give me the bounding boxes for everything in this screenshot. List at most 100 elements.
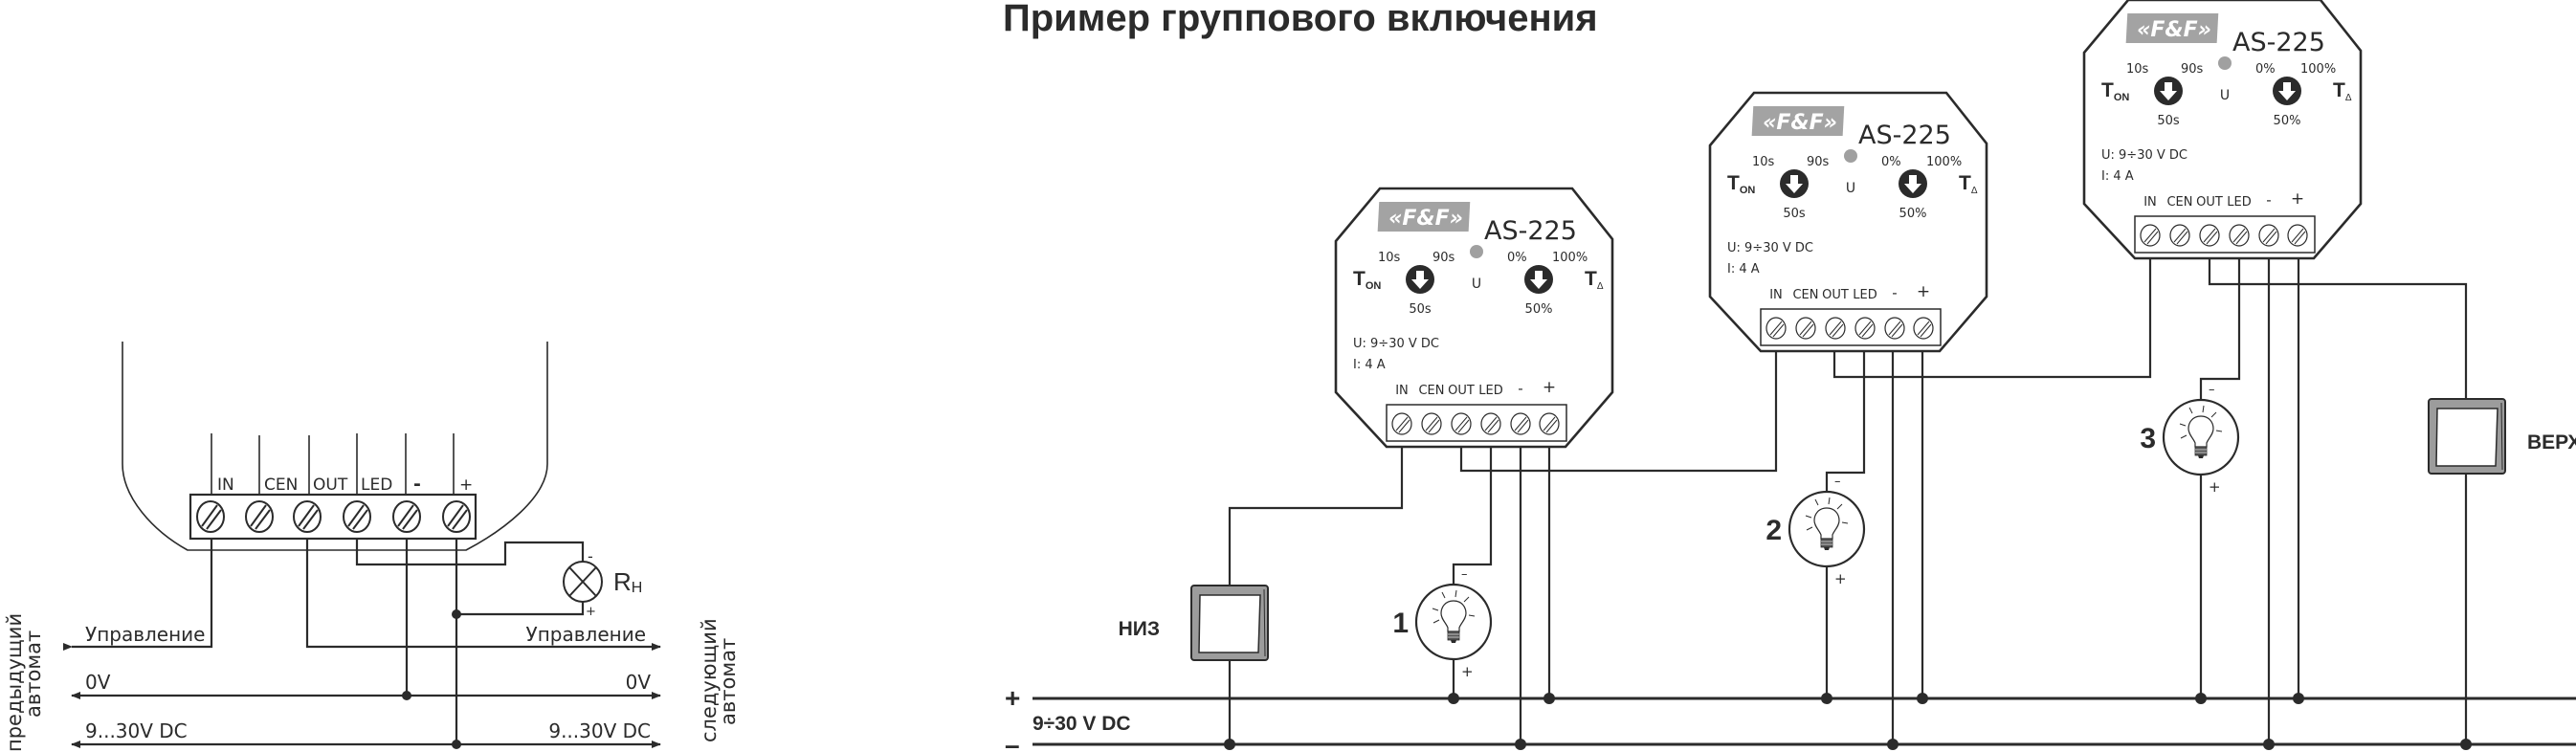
terminal-label-in: IN xyxy=(1395,384,1409,398)
wire-dev1-out-to-dev2-in xyxy=(1459,340,1778,473)
wall-switch-top[interactable] xyxy=(2428,398,2506,475)
terminal-label-in: IN xyxy=(2143,195,2157,210)
brand-logo-text: «F&F» xyxy=(1763,111,1837,135)
rail-minus-label: – xyxy=(1005,730,1020,752)
led-label: U xyxy=(1846,181,1855,196)
lamp-plus-label: + xyxy=(1834,570,1847,587)
wall-switch-bottom[interactable] xyxy=(1190,585,1269,661)
lamp-plus-label: + xyxy=(1461,663,1474,680)
terminal-label-plus: + xyxy=(459,476,473,495)
power-led-indicator xyxy=(2218,56,2232,70)
svg-text:автомат: автомат xyxy=(22,630,45,718)
terminal-block xyxy=(1386,404,1567,442)
time-on-knob[interactable] xyxy=(1780,169,1809,198)
brand-logo xyxy=(2125,13,2219,43)
knob2-min: 0% xyxy=(1881,155,1901,169)
knob1-min: 10s xyxy=(1378,251,1401,265)
terminal-label-led: LED xyxy=(361,476,392,495)
svg-text:предыдущий: предыдущий xyxy=(3,613,26,752)
terminal-label-minus: - xyxy=(1518,380,1522,397)
device-housing xyxy=(1708,91,1988,353)
junction-dot xyxy=(2263,739,2275,750)
power-led-indicator xyxy=(1470,245,1483,258)
svg-text:автомат: автомат xyxy=(717,638,740,725)
load-label: RH xyxy=(613,567,642,596)
time-on-knob[interactable] xyxy=(2154,77,2183,105)
terminal-label-in: IN xyxy=(217,476,234,495)
wire-control-in xyxy=(63,539,213,651)
brand-logo-text: «F&F» xyxy=(1388,207,1463,231)
terminal-label-led: LED xyxy=(1478,384,1502,398)
junction-dot xyxy=(1448,693,1459,704)
time-delta-knob[interactable] xyxy=(1899,169,1927,198)
junction-dot xyxy=(1917,693,1928,704)
lamp-plus-label: + xyxy=(2209,478,2221,496)
model-name: AS-225 xyxy=(1858,121,1951,150)
lamp-minus-label: – xyxy=(2209,383,2215,397)
t-on-label: TON xyxy=(1727,172,1755,196)
brand-logo xyxy=(1751,106,1845,136)
knob2-min: 0% xyxy=(1507,251,1527,265)
terminal-label-cen: CEN xyxy=(2166,195,2192,210)
terminal-label-minus: - xyxy=(2266,191,2271,209)
brand-logo xyxy=(1377,202,1471,232)
knob2-max: 100% xyxy=(2300,62,2336,77)
device-housing xyxy=(1334,187,1614,449)
screw-terminal-in xyxy=(196,500,225,533)
lamp-minus-label: – xyxy=(1461,567,1468,582)
lamp-3: 3 – + xyxy=(2140,383,2240,496)
voltage-spec: U: 9÷30 V DC xyxy=(1353,337,1439,351)
knob2-mid: 50% xyxy=(1525,302,1553,317)
screw-terminal-out xyxy=(293,500,322,533)
terminal-block xyxy=(189,493,477,541)
screw-terminal-led xyxy=(1854,317,1876,340)
junction-dot xyxy=(1515,739,1526,750)
lamp-minus-label: – xyxy=(1834,475,1841,489)
knob1-max: 90s xyxy=(1432,251,1455,265)
screw-terminal-in xyxy=(1391,412,1412,435)
device-outline xyxy=(122,342,548,551)
time-delta-knob[interactable] xyxy=(1524,265,1553,294)
terminal-label-plus: + xyxy=(2291,189,2304,209)
screw-terminal-out xyxy=(1825,317,1846,340)
voltage-spec: U: 9÷30 V DC xyxy=(1727,241,1813,255)
wire-dev1-led-to-lamp1 xyxy=(1452,435,1493,585)
right-zero-label: 0V xyxy=(626,671,652,694)
terminal-block xyxy=(1760,308,1942,346)
lamp-number: 3 xyxy=(2140,423,2156,454)
knob1-mid: 50s xyxy=(1783,207,1806,221)
junction-dot xyxy=(1887,739,1899,750)
terminal-label-led: LED xyxy=(2227,195,2251,210)
terminal-label-cen: CEN xyxy=(1792,288,1818,302)
rail-plus-label: + xyxy=(1005,683,1020,713)
junction-dot xyxy=(452,740,461,749)
t-delta-label: TΔ xyxy=(2333,79,2352,103)
knob1-min: 10s xyxy=(2126,62,2149,77)
screw-terminal-out xyxy=(1451,412,1472,435)
knob1-mid: 50s xyxy=(1409,302,1432,317)
screw-terminal-plus xyxy=(442,500,471,533)
left-control-label: Управление xyxy=(85,623,205,646)
junction-dot xyxy=(452,609,461,619)
terminal-label-out: OUT xyxy=(313,476,348,495)
junction-dot xyxy=(2293,693,2304,704)
model-name: AS-225 xyxy=(2232,28,2325,57)
screw-terminal-in xyxy=(2140,224,2161,247)
left-supply-label: 9...30V DC xyxy=(85,719,188,742)
device-housing xyxy=(2082,0,2363,260)
t-on-label: TON xyxy=(2101,79,2129,103)
screw-terminal-plus xyxy=(2287,224,2308,247)
lamp-1: 1 – + xyxy=(1392,567,1493,680)
time-delta-knob[interactable] xyxy=(2273,77,2301,105)
screw-terminal-led xyxy=(343,500,371,533)
knob2-mid: 50% xyxy=(1899,207,1927,221)
terminal-label-plus: + xyxy=(1917,282,1930,301)
load-plus-label: + xyxy=(586,605,596,619)
brand-logo-text: «F&F» xyxy=(2137,18,2211,42)
time-on-knob[interactable] xyxy=(1406,265,1434,294)
left-zero-label: 0V xyxy=(85,671,111,694)
screw-terminal-in xyxy=(1765,317,1787,340)
screw-terminal-minus xyxy=(2258,224,2279,247)
as225-device-2: «F&F» AS-225 10s 90s TON U 0% 100% TΔ 50… xyxy=(1708,91,1988,353)
junction-dot xyxy=(1821,693,1832,704)
